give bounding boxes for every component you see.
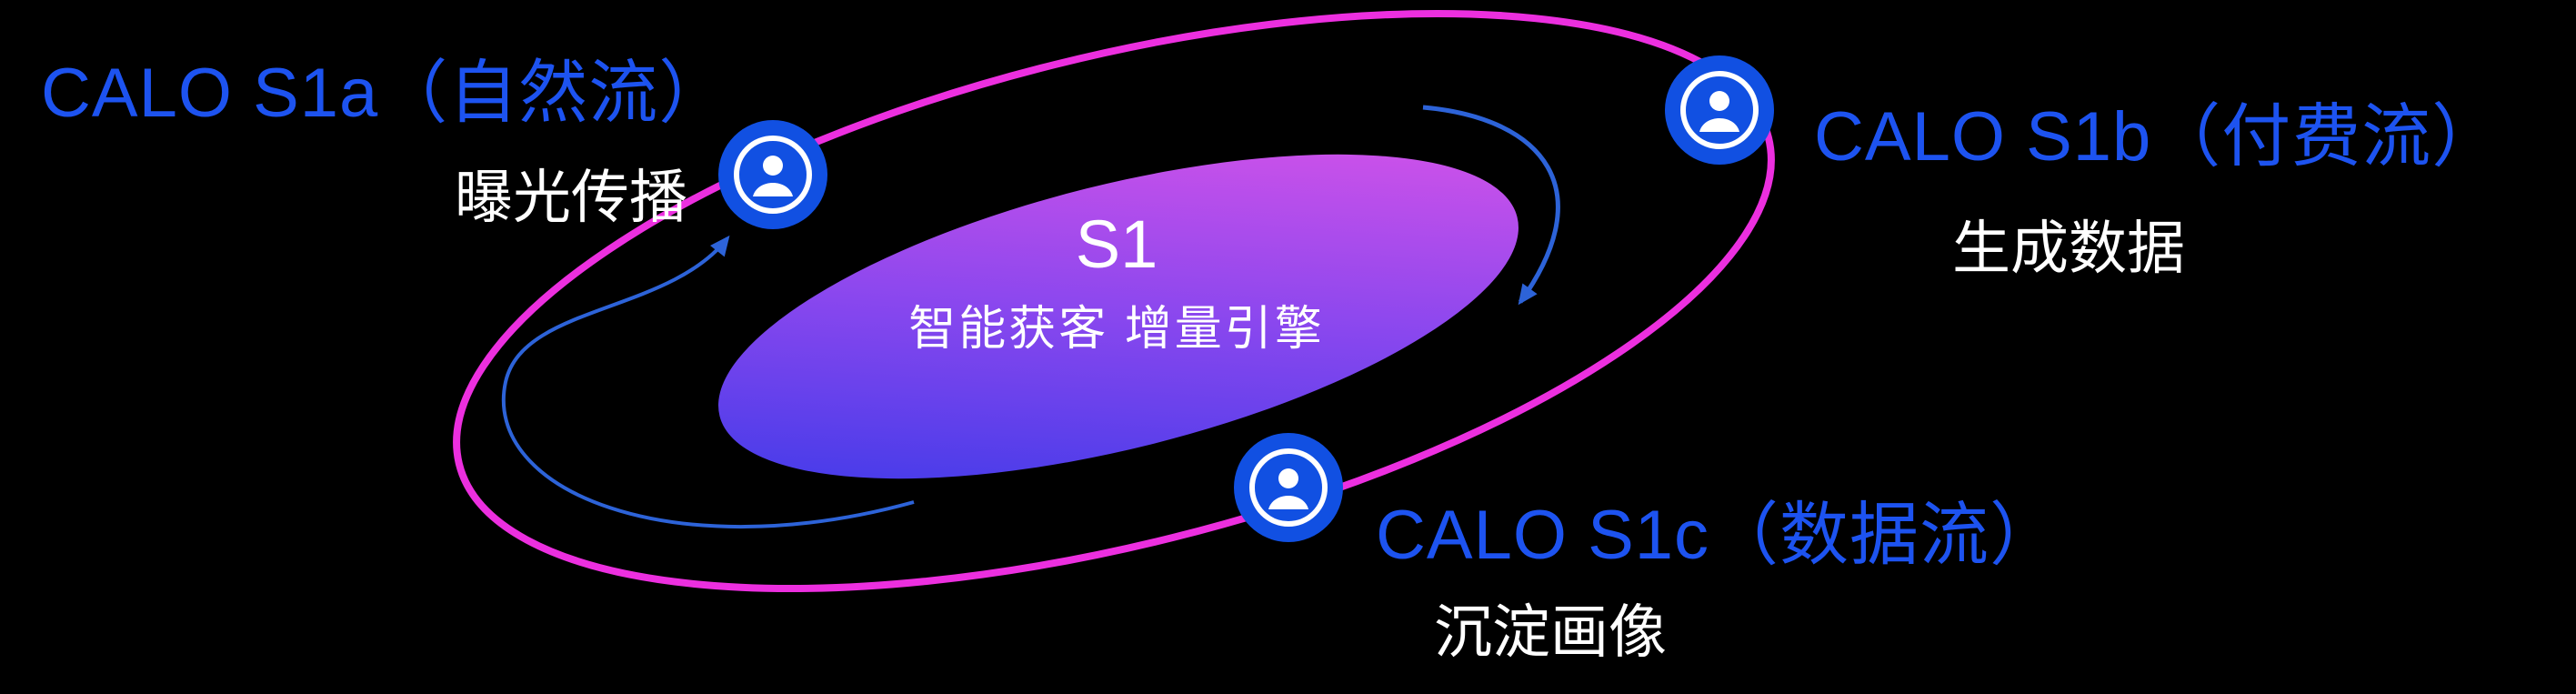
user-icon [1665, 55, 1774, 165]
user-icon [718, 120, 827, 229]
center-title: S1 [1075, 206, 1158, 282]
core-gradient-ellipse [718, 154, 1519, 479]
flow-arrow-right [1422, 105, 1560, 306]
flow-arrow-left [502, 235, 915, 528]
orbit-ellipse [453, 10, 1775, 592]
user-icon [1234, 433, 1343, 542]
node-sublabel-s1c: 沉淀画像 [1434, 599, 1667, 665]
node-sublabel-s1b: 生成数据 [1952, 216, 2185, 281]
node-label-s1c: CALO S1c（数据流） [1376, 497, 2060, 574]
node-sublabel-s1a: 曝光传播 [455, 165, 687, 230]
center-text: S1 智能获客 增量引擎 [798, 207, 1435, 358]
node-label-s1b: CALO S1b（付费流） [1814, 98, 2502, 176]
center-subtitle: 智能获客 增量引擎 [908, 303, 1325, 357]
node-label-s1a: CALO S1a（自然流） [41, 55, 729, 132]
